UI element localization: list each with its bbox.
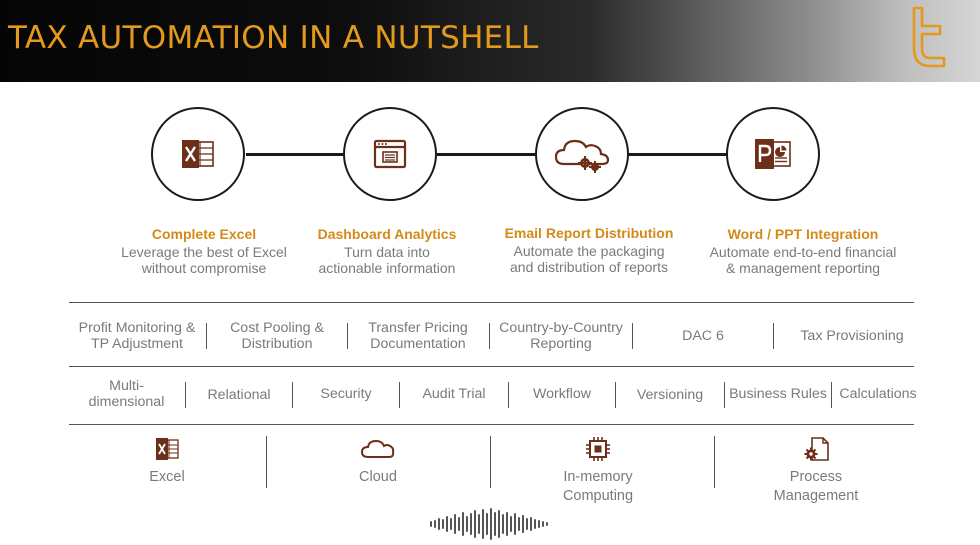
- feature-circle-excel: [151, 107, 245, 201]
- platform-process-management: Process Management: [718, 436, 914, 506]
- row2-separator: [185, 382, 186, 408]
- divider-top: [69, 302, 914, 303]
- module-dac6: DAC 6: [682, 327, 724, 344]
- cloud-gears-icon: [554, 139, 610, 173]
- capability-calculations: Calculations: [839, 385, 917, 402]
- capability-audit-trial: Audit Trial: [422, 385, 486, 402]
- feature-complete-excel: Complete Excel Leverage the best of Exce…: [84, 225, 324, 276]
- module-country-by-country: Country-by-Country Reporting: [499, 319, 623, 353]
- connector-line-2: [437, 153, 536, 156]
- row2-separator: [724, 382, 725, 408]
- capability-business-rules: Business Rules: [729, 385, 827, 402]
- capability-relational: Relational: [207, 386, 271, 403]
- t-logo-icon: [912, 6, 946, 68]
- excel-icon: [182, 140, 214, 168]
- feature-description: Automate end-to-end financial & manageme…: [709, 244, 897, 276]
- bottom-separator: [490, 436, 491, 488]
- platform-label: Cloud: [359, 469, 397, 485]
- capability-security: Security: [320, 385, 372, 402]
- process-document-icon: [804, 437, 829, 461]
- dashboard-window-icon: [373, 139, 407, 169]
- row1-separator: [489, 323, 490, 349]
- feature-title: Email Report Distribution: [504, 225, 674, 241]
- feature-word-ppt: Word / PPT Integration Automate end-to-e…: [683, 225, 923, 276]
- feature-description: Leverage the best of Excel without compr…: [121, 244, 287, 276]
- platform-in-memory: In-memory Computing: [500, 436, 696, 506]
- page-title: TAX AUTOMATION IN A NUTSHELL: [8, 20, 539, 56]
- excel-small-icon: [156, 438, 179, 460]
- feature-title: Dashboard Analytics: [317, 226, 457, 242]
- row1-separator: [773, 323, 774, 349]
- feature-dashboard-analytics: Dashboard Analytics Turn data into actio…: [267, 225, 507, 276]
- divider-middle: [69, 366, 914, 367]
- row2-separator: [399, 382, 400, 408]
- audio-waveform-icon[interactable]: [428, 508, 554, 540]
- platform-label: Excel: [149, 469, 185, 485]
- divider-bottom: [69, 424, 914, 425]
- feature-circle-email: [535, 107, 629, 201]
- row2-separator: [615, 382, 616, 408]
- feature-title: Complete Excel: [151, 226, 257, 242]
- feature-circle-dashboard: [343, 107, 437, 201]
- platform-excel: Excel: [69, 436, 265, 487]
- connector-line-3: [628, 153, 727, 156]
- capability-versioning: Versioning: [636, 386, 704, 403]
- capability-workflow: Workflow: [532, 385, 592, 402]
- row2-separator: [292, 382, 293, 408]
- platform-label: In-memory Computing: [562, 469, 634, 504]
- cloud-icon: [360, 439, 395, 458]
- bottom-separator: [714, 436, 715, 488]
- connector-line-1: [246, 153, 345, 156]
- powerpoint-icon: [755, 139, 791, 169]
- row1-separator: [347, 323, 348, 349]
- feature-description: Turn data into actionable information: [318, 244, 456, 276]
- capability-multidimensional: Multi- dimensional: [88, 377, 165, 411]
- module-profit-monitoring: Profit Monitoring & TP Adjustment: [78, 319, 196, 353]
- feature-circle-ppt: [726, 107, 820, 201]
- bottom-separator: [266, 436, 267, 488]
- row1-separator: [632, 323, 633, 349]
- header-bar: TAX AUTOMATION IN A NUTSHELL: [0, 0, 980, 82]
- row2-separator: [508, 382, 509, 408]
- module-tax-provisioning: Tax Provisioning: [800, 327, 904, 344]
- row2-separator: [831, 382, 832, 408]
- platform-cloud: Cloud: [280, 436, 476, 487]
- module-cost-pooling: Cost Pooling & Distribution: [230, 319, 324, 353]
- platform-label: Process Management: [773, 469, 859, 504]
- module-transfer-pricing: Transfer Pricing Documentation: [368, 319, 468, 353]
- feature-email-report: Email Report Distribution Automate the p…: [469, 224, 709, 275]
- feature-title: Word / PPT Integration: [727, 226, 879, 242]
- row1-separator: [206, 323, 207, 349]
- chip-icon: [586, 437, 610, 461]
- feature-description: Automate the packaging and distribution …: [510, 243, 668, 275]
